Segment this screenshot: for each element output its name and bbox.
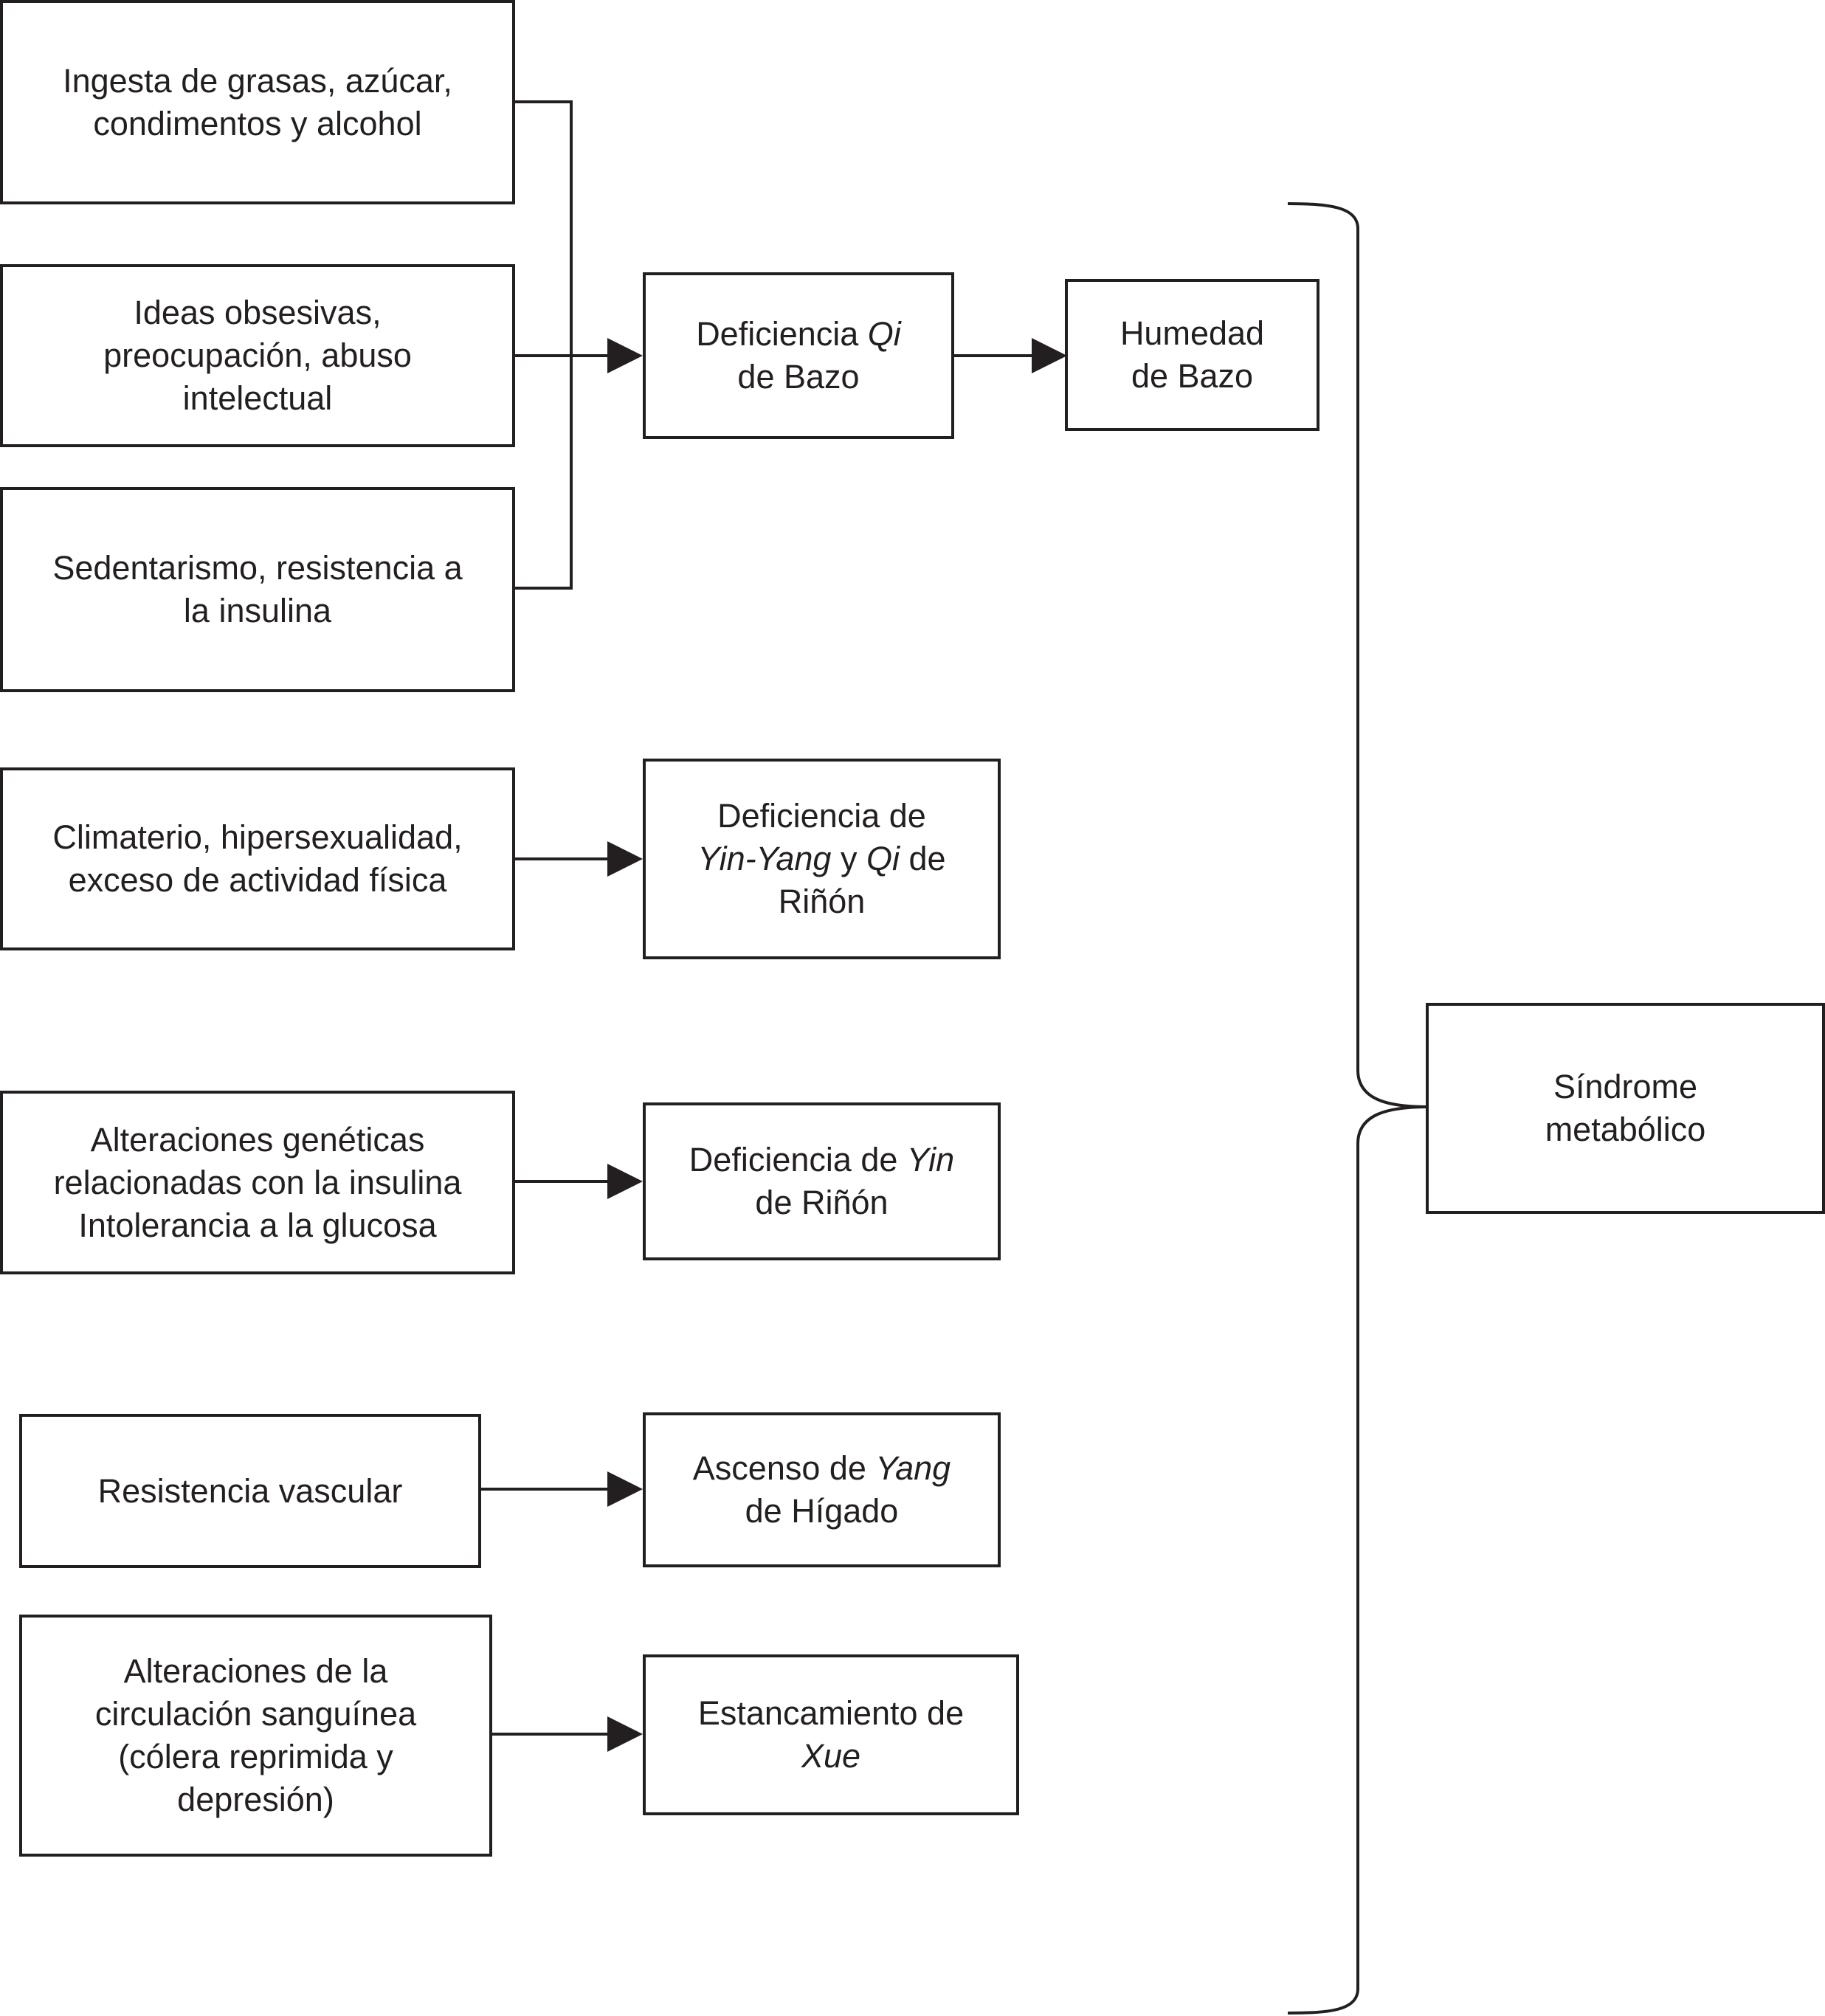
pattern-rinon-yin-box: Deficiencia de Yin de Riñón bbox=[643, 1102, 1001, 1260]
cause-mental-box: Ideas obsesivas, preocupación, abuso int… bbox=[0, 264, 515, 447]
curly-brace bbox=[1287, 202, 1429, 2015]
pattern-qi-bazo-box: Deficiencia Qi de Bazo bbox=[643, 272, 954, 439]
outcome-sindrome-box: Síndrome metabólico bbox=[1426, 1003, 1825, 1214]
bracket-connector bbox=[514, 100, 573, 590]
cause-circulation-box: Alteraciones de la circulación sanguínea… bbox=[19, 1615, 492, 1857]
arrowhead-rinon-yin-yang bbox=[607, 841, 643, 877]
cause-genetic-box: Alteraciones genéticas relacionadas con … bbox=[0, 1091, 515, 1274]
arrowhead-higado bbox=[607, 1471, 643, 1507]
cause-vascular-box: Resistencia vascular bbox=[19, 1414, 481, 1568]
pattern-humedad-bazo-box: Humedad de Bazo bbox=[1065, 279, 1319, 431]
pattern-yang-higado-box: Ascenso de Yang de Hígado bbox=[643, 1412, 1001, 1567]
arrowhead-qi bbox=[607, 338, 643, 373]
cause-sedentary-box: Sedentarismo, resistencia a la insulina bbox=[0, 487, 515, 692]
pattern-rinon-yin-yang-box: Deficiencia de Yin-Yang y Qi de Riñón bbox=[643, 759, 1001, 959]
arrowhead-humedad bbox=[1032, 338, 1067, 373]
cause-diet-box: Ingesta de grasas, azúcar, condimentos y… bbox=[0, 0, 515, 204]
arrowhead-rinon-yin bbox=[607, 1164, 643, 1199]
cause-climacteric-box: Climaterio, hipersexualidad, exceso de a… bbox=[0, 767, 515, 950]
arrowhead-xue bbox=[607, 1716, 643, 1752]
pattern-xue-box: Estancamiento de Xue bbox=[643, 1654, 1019, 1815]
